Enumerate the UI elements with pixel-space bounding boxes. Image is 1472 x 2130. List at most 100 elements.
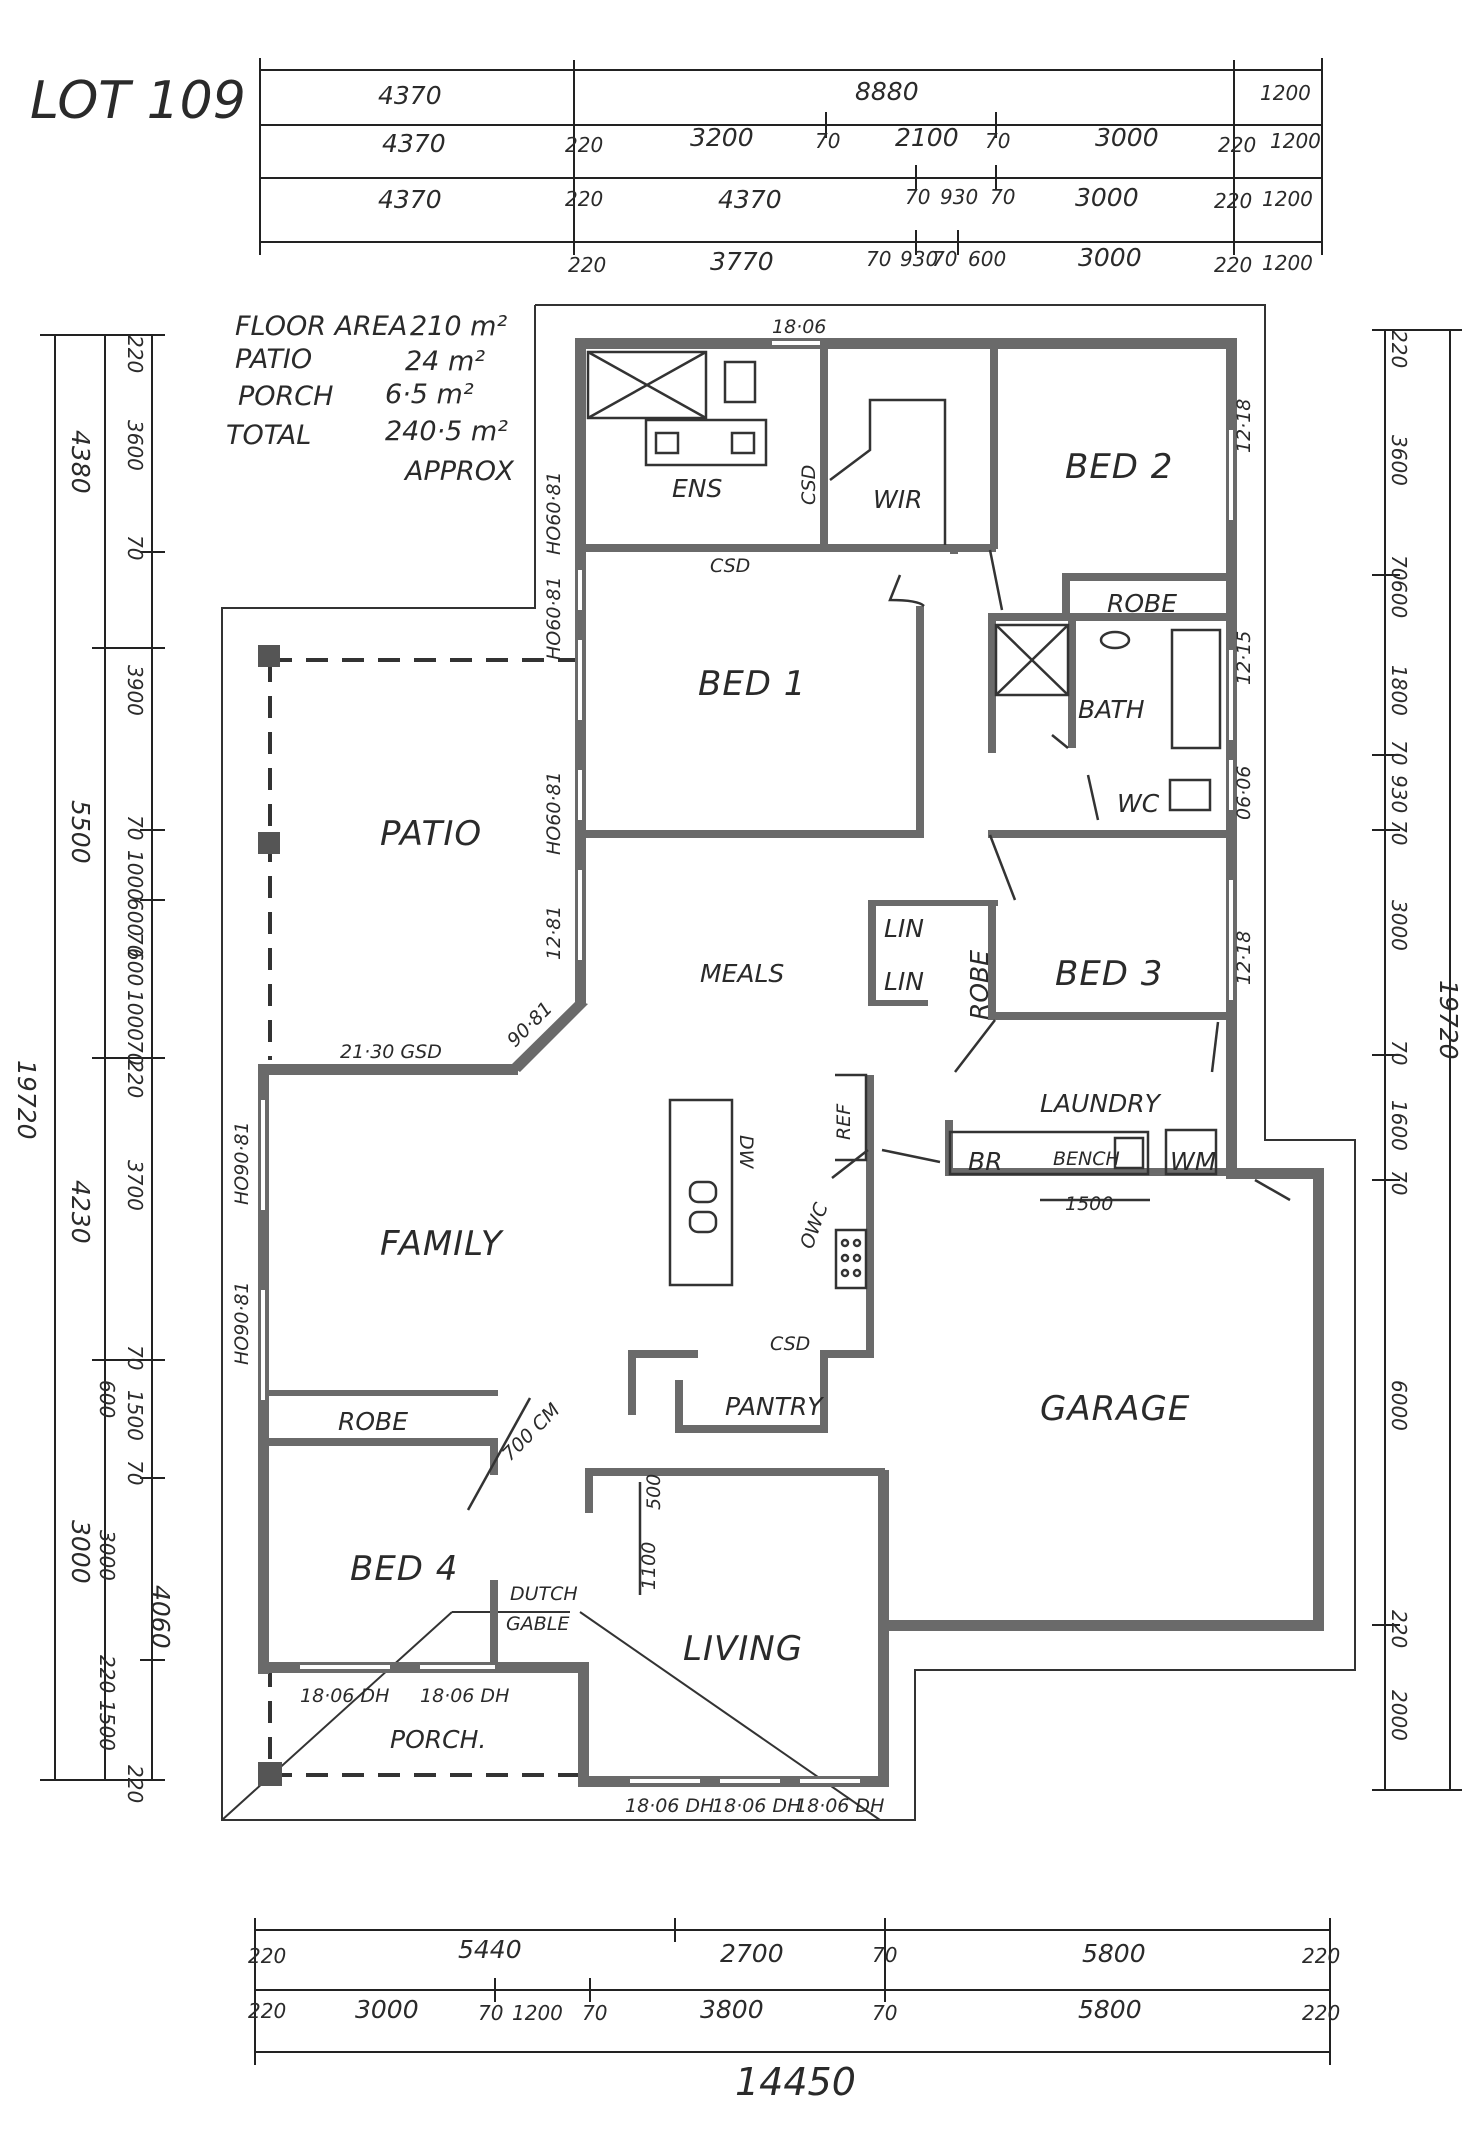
top-dim-4-d: 930 (900, 247, 938, 271)
bottom-dim-1-c: 2700 (720, 1939, 784, 1968)
ens-label: ENS (672, 474, 722, 503)
left-inner-dim-4: 3900 (123, 665, 147, 716)
br-label: BR (968, 1147, 1003, 1176)
right-inner-dim-4: 600 (1387, 580, 1411, 618)
win-family-a: HO90·81 (231, 1121, 253, 1205)
bottom-dim-1-d: 70 (872, 1943, 897, 1967)
right-inner-dim-1: 220 (1387, 330, 1411, 368)
csd-pantry-label: CSD (770, 1333, 810, 1355)
top-dim-2-a: 4370 (382, 129, 446, 158)
bed1-label: BED 1 (698, 664, 806, 704)
living-label: LIVING (683, 1629, 803, 1669)
bottom-dim-2-e: 70 (582, 2001, 607, 2025)
top-dim-3-b: 220 (565, 187, 603, 211)
left-inner-dim-13: 3700 (123, 1160, 147, 1211)
top-dim-4-f: 600 (968, 247, 1006, 271)
win-bed2: 12·18 (1233, 399, 1255, 453)
fixtures (586, 350, 1222, 1595)
left-side-dim: 4060 (146, 1585, 175, 1649)
win-sliding: 21·30 GSD (340, 1041, 442, 1063)
left-outer-dim-4: 3000 (66, 1520, 95, 1584)
door-swings (466, 549, 1291, 1511)
bottom-dim-1-b: 5440 (458, 1935, 522, 1964)
garage-label: GARAGE (1040, 1389, 1190, 1429)
wc-toilet (1168, 778, 1212, 812)
bottom-dim-2-i: 220 (1302, 2001, 1340, 2025)
bottom-dim-2-f: 3800 (700, 1995, 764, 2024)
top-dim-2-d: 70 (815, 129, 840, 153)
dw-label: DW (735, 1135, 757, 1170)
pantry-label: PANTRY (725, 1392, 824, 1421)
top-dim-4-h: 220 (1214, 253, 1252, 277)
window-labels: 18·06 12·18 12·15 06·06 12·18 HO60·81 HO… (231, 316, 1255, 1817)
total-area-value: 240·5 m² (385, 416, 508, 447)
top-dim-4-b: 3770 (710, 247, 774, 276)
right-inner-dim-13: 6000 (1387, 1380, 1411, 1431)
ensuite-shower (586, 350, 708, 420)
cooktop (834, 1228, 868, 1290)
floor-area-label: FLOOR AREA (235, 311, 407, 342)
right-inner-dim-7: 930 (1387, 775, 1411, 813)
win-bath: 12·15 (1233, 631, 1255, 685)
top-dim-3-h: 220 (1214, 189, 1252, 213)
window-marks (261, 341, 1233, 1783)
csd-ens-label: CSD (798, 465, 820, 505)
win-wc: 06·06 (1233, 766, 1255, 820)
left-inner-dim-10: 1000 (123, 990, 147, 1041)
right-inner-dim-15: 2000 (1387, 1690, 1411, 1741)
gable-label: GABLE (506, 1613, 569, 1635)
right-inner-dim-3: 70 (1387, 555, 1411, 580)
left-outer-dim-1: 4380 (66, 430, 95, 494)
patio-label: PATIO (380, 814, 482, 854)
ref-label: REF (833, 1103, 855, 1140)
right-inner-dim-8: 70 (1387, 820, 1411, 845)
right-dimensions: 19720 220 3600 70 600 1800 70 930 70 300… (1372, 329, 1463, 1791)
win-family-b: HO90·81 (231, 1281, 253, 1365)
win-living-b: 18·06 DH (712, 1795, 801, 1817)
left-inner-dim-15: 600 (95, 1380, 119, 1418)
left-outer-dim-3: 4230 (66, 1180, 95, 1244)
wm-label: WM (1170, 1147, 1216, 1176)
top-dim-3-f: 70 (990, 185, 1015, 209)
robe-bed2-label: ROBE (1107, 589, 1177, 618)
family-label: FAMILY (380, 1224, 504, 1264)
ensuite-toilet (723, 360, 757, 404)
porch-outline (258, 1665, 580, 1786)
bench-label: BENCH (1053, 1148, 1120, 1170)
floor-area-value: 210 m² (410, 311, 507, 342)
hall-width: 1100 (638, 1542, 660, 1590)
bath-label: BATH (1078, 695, 1145, 724)
left-inner-dim-12: 220 (123, 1060, 147, 1098)
bottom-dim-2-b: 3000 (355, 1995, 419, 2024)
lin1-label: LIN (884, 914, 924, 943)
wir-label: WIR (873, 485, 922, 514)
win-living-a: 18·06 DH (625, 1795, 714, 1817)
right-inner-dim-10: 70 (1387, 1040, 1411, 1065)
lot-title: LOT 109 (30, 71, 246, 131)
owc-label: OWC (796, 1199, 833, 1251)
left-inner-dim-7: 600 (123, 898, 147, 936)
area-schedule: FLOOR AREA 210 m² PATIO 24 m² PORCH 6·5 … (226, 311, 514, 487)
robe-bed4-label: ROBE (338, 1407, 408, 1436)
bathroom-shower (994, 623, 1070, 697)
robe-bed3-label: ROBE (965, 950, 994, 1020)
bath-tub (1170, 628, 1222, 750)
top-dim-3-g: 3000 (1075, 183, 1139, 212)
left-inner-dim-3: 70 (123, 535, 147, 560)
left-inner-dim-20: 1500 (95, 1700, 119, 1751)
top-dimensions: 4370 8880 1200 4370 220 3200 70 2100 70 … (259, 58, 1323, 277)
top-dim-4-a: 220 (568, 253, 606, 277)
wc-label: WC (1117, 789, 1160, 818)
room-labels: ENS WIR BED 2 ROBE BED 1 BATH WC PATIO M… (338, 447, 1216, 1754)
approx-label: APPROX (403, 456, 514, 487)
meals-label: MEALS (700, 959, 784, 988)
left-inner-dim-21: 220 (123, 1765, 147, 1803)
win-meals-corner: 90·81 (503, 998, 557, 1052)
top-dim-3-a: 4370 (378, 185, 442, 214)
porch-label: PORCH. (390, 1725, 486, 1754)
bottom-dim-2-d: 1200 (512, 2001, 563, 2025)
win-bed1-b: HO60·81 (543, 576, 565, 660)
bottom-dim-1-f: 220 (1302, 1944, 1340, 1968)
bottom-dimensions: 220 5440 2700 70 5800 220 220 3000 70 12… (248, 1918, 1340, 2104)
win-bed1-a: HO60·81 (543, 471, 565, 555)
